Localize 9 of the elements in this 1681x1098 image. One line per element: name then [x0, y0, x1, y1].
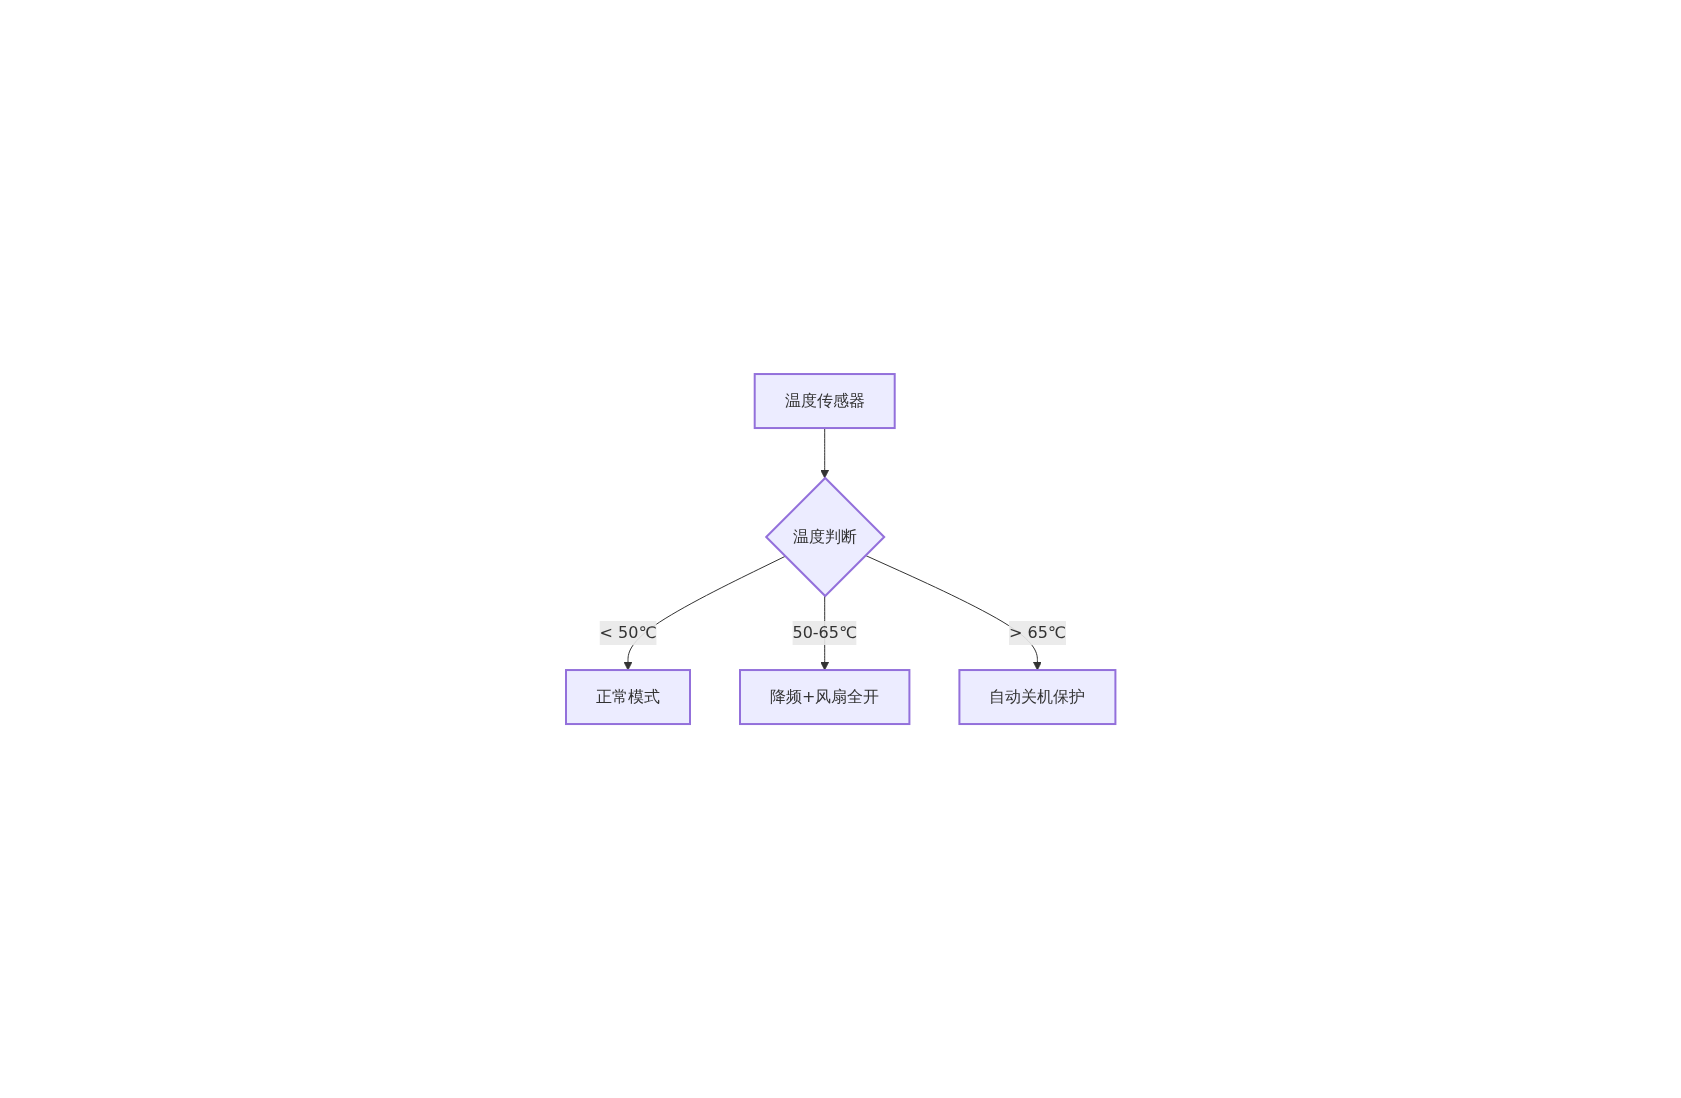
node-box: 自动关机保护	[958, 669, 1117, 725]
node-diamond: 温度判断	[764, 476, 886, 598]
node-box: 降频+风扇全开	[738, 669, 911, 725]
node-box: 正常模式	[564, 669, 691, 725]
arrow	[820, 427, 829, 479]
edge-label: 50-65℃	[792, 622, 857, 642]
edge-label: < 50℃	[599, 622, 657, 642]
edge-label: > 65℃	[1008, 622, 1066, 642]
node-box: 温度传感器	[753, 373, 896, 429]
